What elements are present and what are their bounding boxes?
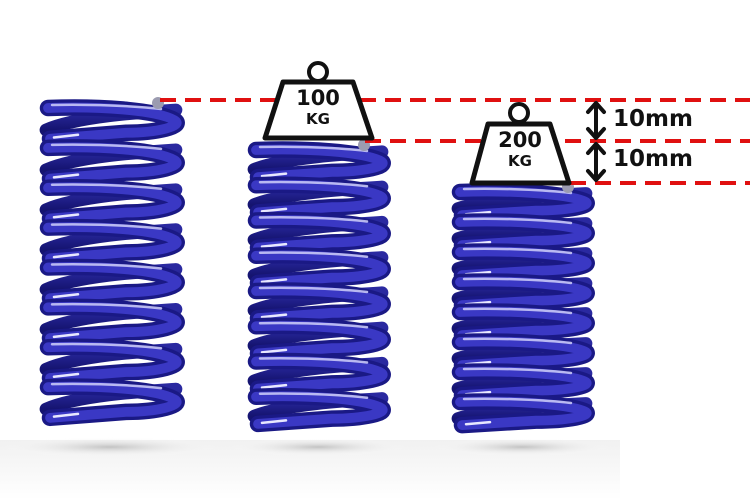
weight-2-value: 200 xyxy=(498,128,542,152)
weight-2-unit: KG xyxy=(508,152,532,170)
dimension-label-2: 10mm xyxy=(613,146,693,172)
spring-200kg xyxy=(451,181,595,434)
weight-1-unit: KG xyxy=(306,110,330,128)
weight-1-value: 100 xyxy=(296,86,340,110)
dimension-label-1: 10mm xyxy=(613,106,693,132)
double-arrow-icon-2 xyxy=(586,142,606,182)
spring-3-shadow xyxy=(432,438,612,456)
weight-100kg-icon xyxy=(262,61,375,141)
spring-uncompressed xyxy=(39,97,185,427)
spring-2-shadow xyxy=(228,438,408,456)
weight-200kg-icon xyxy=(469,102,572,186)
double-arrow-icon-1 xyxy=(586,101,606,140)
spring-100kg xyxy=(247,139,391,433)
spring-1-shadow xyxy=(0,437,220,457)
